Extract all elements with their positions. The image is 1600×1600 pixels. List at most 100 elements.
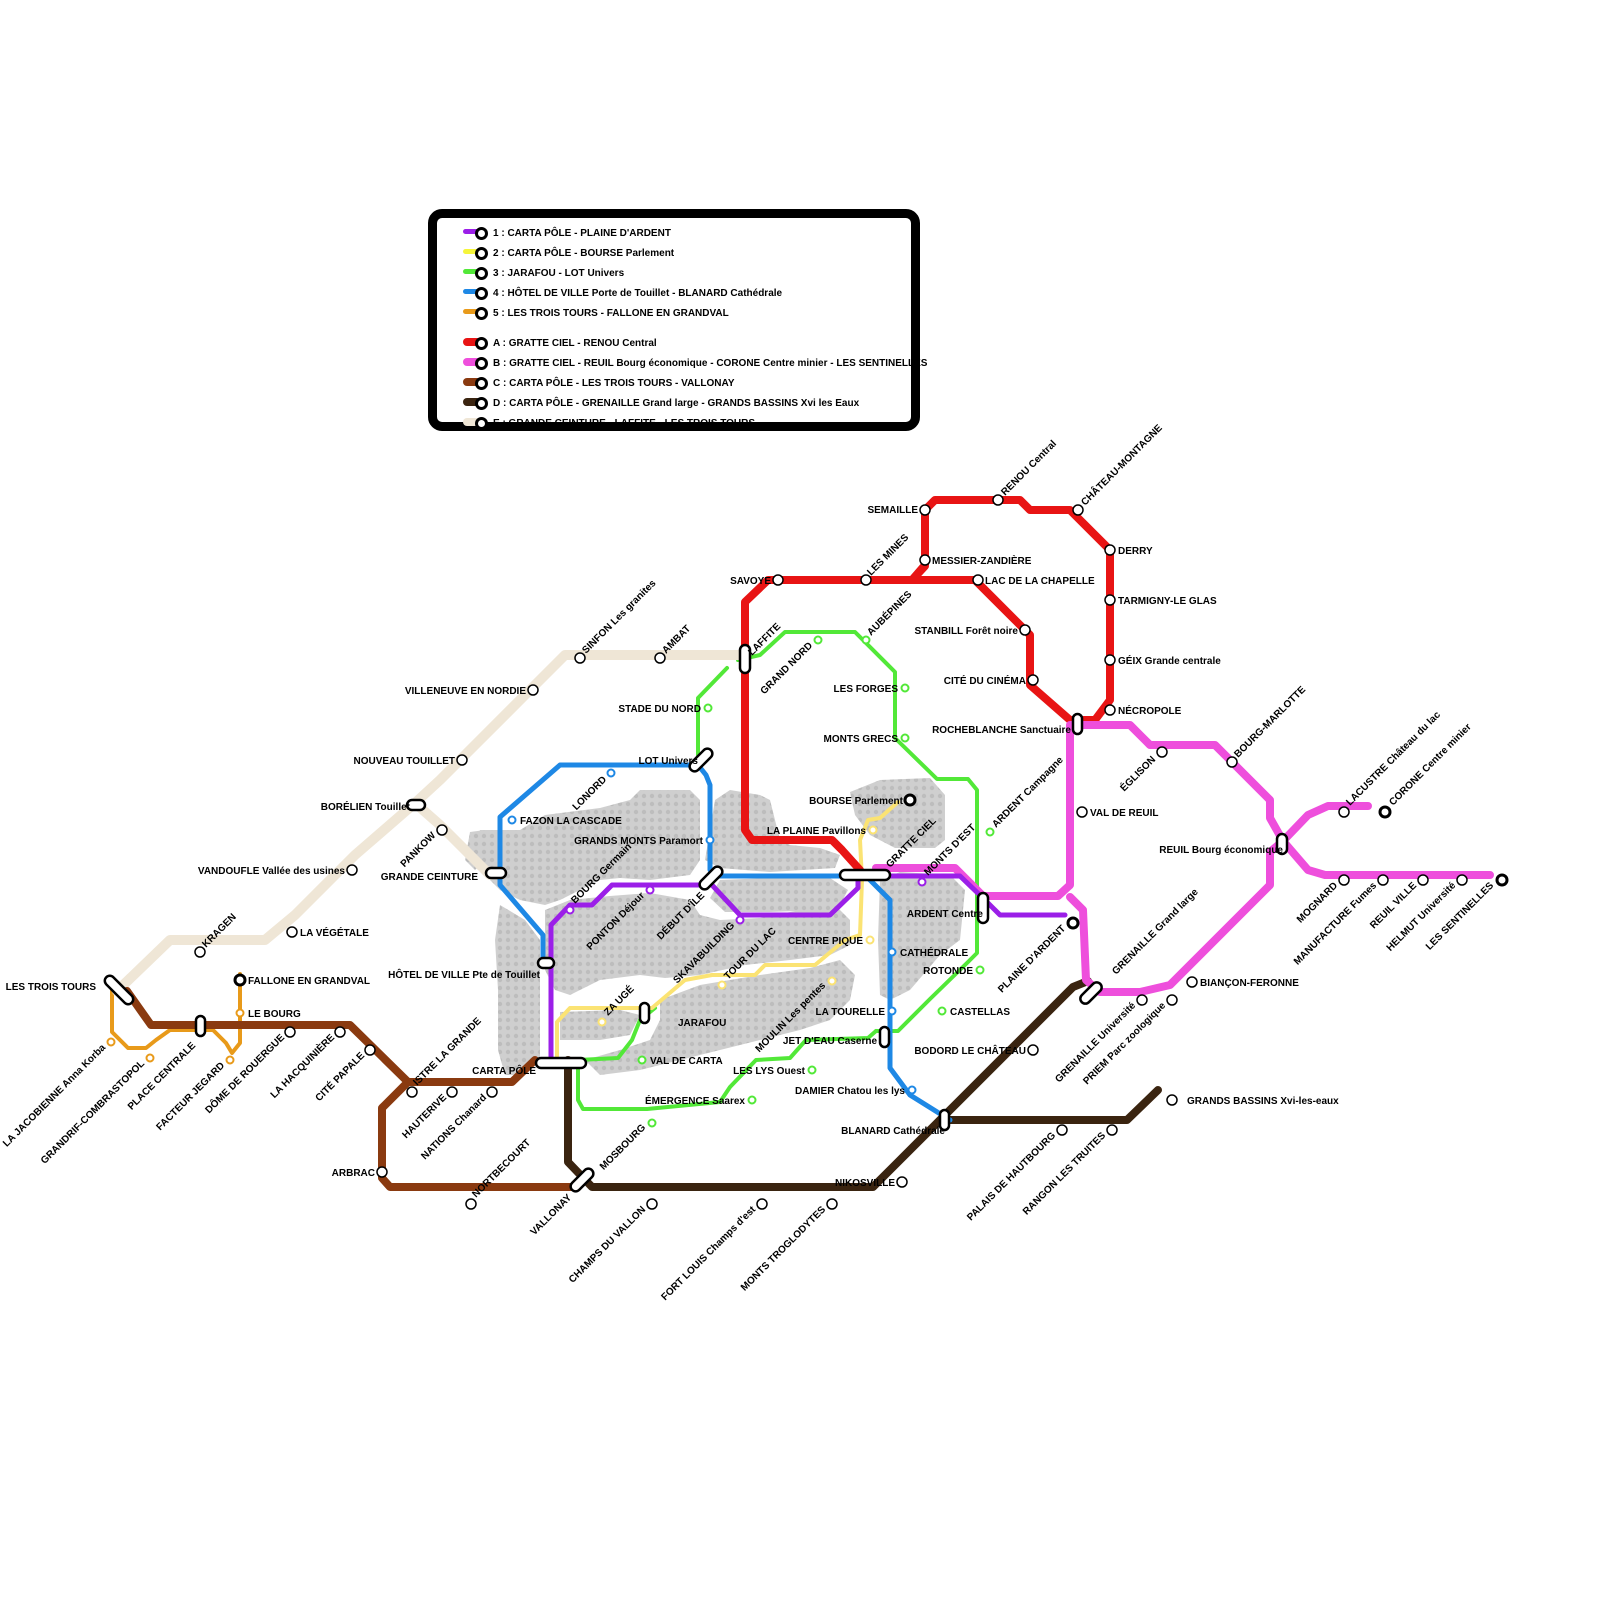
station-label-vegetale: LA VÉGÉTALE bbox=[300, 926, 369, 939]
station-dot-les-mines bbox=[860, 574, 872, 586]
terminus-icon bbox=[475, 337, 488, 350]
legend-row-B: B : GRATTE CIEL - REUIL Bourg économique… bbox=[463, 354, 927, 372]
station-label-stanbill: STANBILL Forêt noire bbox=[914, 626, 1018, 637]
station-label-les-forges: LES FORGES bbox=[834, 684, 899, 695]
station-dot-corone bbox=[1378, 805, 1392, 819]
station-dot-moulin bbox=[827, 976, 837, 986]
station-dot-grandrif bbox=[145, 1053, 155, 1063]
station-dot-hacquiniere bbox=[334, 1026, 346, 1038]
station-label-chateau-montagne: CHÂTEAU-MONTAGNE bbox=[1078, 421, 1165, 508]
station-dot-centre-pique bbox=[865, 935, 875, 945]
legend-bar bbox=[463, 289, 481, 294]
legend-row-C: C : CARTA PÔLE - LES TROIS TOURS - VALLO… bbox=[463, 374, 735, 392]
station-dot-derry bbox=[1104, 544, 1116, 556]
station-dot-skavabuilding bbox=[735, 915, 745, 925]
line-1-icon bbox=[463, 224, 488, 242]
terminus-icon bbox=[475, 377, 488, 390]
station-label-savoye: SAVOYE bbox=[730, 576, 771, 587]
station-dot-val-carta bbox=[637, 1055, 647, 1065]
station-dot-damier bbox=[907, 1085, 917, 1095]
station-dot-priem bbox=[1166, 994, 1178, 1006]
station-dot-les-forges bbox=[900, 683, 910, 693]
station-dot-kragen bbox=[194, 946, 206, 958]
station-label-le-bourg: LE BOURG bbox=[248, 1009, 301, 1020]
station-label-reuil-bourg: REUIL Bourg économique bbox=[1159, 845, 1283, 856]
station-label-pankow: PANKOW bbox=[399, 830, 439, 870]
station-label-blanard: BLANARD Cathédrale bbox=[841, 1126, 945, 1137]
station-label-borelien: BORÉLIEN Touillet bbox=[321, 800, 411, 813]
station-dot-champs-vallon bbox=[646, 1198, 658, 1210]
legend-bar bbox=[463, 249, 481, 254]
legend-bar bbox=[463, 358, 481, 366]
station-label-jarafou: JARAFOU bbox=[678, 1018, 726, 1029]
station-dot-tour-lac bbox=[717, 980, 727, 990]
legend-row-4: 4 : HÔTEL DE VILLE Porte de Touillet - B… bbox=[463, 284, 782, 302]
station-label-corone: CORONE Centre minier bbox=[1387, 722, 1473, 808]
station-label-lys-ouest: LES LYS Ouest bbox=[733, 1066, 806, 1077]
station-label-sinfon: SINFON Les granites bbox=[580, 578, 658, 656]
terminus-icon bbox=[475, 307, 488, 320]
line-B-icon bbox=[463, 354, 488, 372]
line-3-route bbox=[576, 630, 979, 1111]
station-dots bbox=[106, 494, 1509, 1210]
station-dot-pankow bbox=[436, 824, 448, 836]
terminus-icon bbox=[475, 357, 488, 370]
station-dot-grenaille-univ bbox=[1136, 994, 1148, 1006]
station-dot-monts-troglo bbox=[826, 1198, 838, 1210]
legend-label: B : GRATTE CIEL - REUIL Bourg économique… bbox=[493, 357, 928, 369]
line-C-icon bbox=[463, 374, 488, 392]
terminus-icon bbox=[475, 267, 488, 280]
legend-row-D: D : CARTA PÔLE - GRENAILLE Grand large -… bbox=[463, 394, 859, 412]
station-dot-reuil-ville bbox=[1417, 874, 1429, 886]
station-label-plaine-pavillons: LA PLAINE Pavillons bbox=[767, 826, 867, 837]
station-label-hotel-ville: HÔTEL DE VILLE Pte de Touillet bbox=[388, 968, 541, 981]
station-dot-plaine-pavillons bbox=[868, 825, 878, 835]
station-label-rangon: RANGON LES TRUITES bbox=[1021, 1130, 1108, 1217]
station-label-ardent-campagne: ARDENT Campagne bbox=[990, 754, 1066, 830]
line-5-icon bbox=[463, 304, 488, 322]
station-dot-mosbourg bbox=[647, 1118, 657, 1128]
station-label-necropole: NÉCROPOLE bbox=[1118, 704, 1182, 717]
legend-label: 5 : LES TROIS TOURS - FALLONE EN GRANDVA… bbox=[493, 307, 729, 319]
station-dot-grands-bassins bbox=[1166, 1094, 1178, 1106]
station-label-ardent-centre: ARDENT Centre bbox=[907, 909, 984, 920]
station-label-fallone: FALLONE EN GRANDVAL bbox=[248, 976, 370, 987]
station-label-cathedrale: CATHÉDRALE bbox=[900, 946, 968, 959]
station-label-eglison: ÉGLISON bbox=[1117, 753, 1158, 794]
terminus-icon bbox=[475, 287, 488, 300]
urban-area bbox=[465, 778, 965, 1075]
station-dot-nikosville bbox=[896, 1176, 908, 1188]
station-label-sentinelles: LES SENTINELLES bbox=[1424, 880, 1496, 952]
station-label-nouveau-touillet: NOUVEAU TOUILLET bbox=[354, 756, 455, 767]
station-dot-bourg-germain bbox=[565, 905, 575, 915]
legend: 1 : CARTA PÔLE - PLAINE D'ARDENT 2 : CAR… bbox=[428, 209, 927, 431]
line-4-icon bbox=[463, 284, 488, 302]
station-dot-cite-cinema bbox=[1027, 674, 1039, 686]
station-dot-bodord bbox=[1027, 1044, 1039, 1056]
station-dot-helmut bbox=[1456, 874, 1468, 886]
station-label-la-tourelle: LA TOURELLE bbox=[816, 1007, 886, 1018]
station-dot-ponton bbox=[645, 885, 655, 895]
line-3-icon bbox=[463, 264, 488, 282]
station-label-val-carta: VAL DE CARTA bbox=[650, 1056, 723, 1067]
station-label-cite-papale: CITÉ PAPALE bbox=[312, 1049, 367, 1104]
legend-label: A : GRATTE CIEL - RENOU Central bbox=[493, 337, 657, 349]
station-dot-grand-nord bbox=[813, 635, 823, 645]
station-dot-jacobienne bbox=[106, 1037, 116, 1047]
station-dot-eglison bbox=[1156, 746, 1168, 758]
station-label-bodord: BODORD LE CHÂTEAU bbox=[914, 1044, 1026, 1057]
station-label-jet-eau: JET D'EAU Caserne bbox=[783, 1036, 878, 1047]
legend-row-5: 5 : LES TROIS TOURS - FALLONE EN GRANDVA… bbox=[463, 304, 729, 322]
legend-row-1: 1 : CARTA PÔLE - PLAINE D'ARDENT bbox=[463, 224, 671, 242]
legend-label: 1 : CARTA PÔLE - PLAINE D'ARDENT bbox=[493, 227, 671, 239]
station-label-rocheblanche: ROCHEBLANCHE Sanctuaire bbox=[932, 725, 1071, 736]
station-label-tarmigny: TARMIGNY-LE GLAS bbox=[1118, 596, 1217, 607]
station-label-champs-vallon: CHAMPS DU VALLON bbox=[567, 1204, 648, 1285]
station-dot-rangon bbox=[1106, 1124, 1118, 1136]
station-label-derry: DERRY bbox=[1118, 546, 1153, 557]
station-label-nikosville: NIKOSVILLE bbox=[835, 1178, 895, 1189]
station-dot-cite-papale bbox=[364, 1044, 376, 1056]
station-label-emergence: ÉMERGENCE Saarex bbox=[645, 1094, 745, 1107]
line-5-route bbox=[110, 972, 242, 1055]
